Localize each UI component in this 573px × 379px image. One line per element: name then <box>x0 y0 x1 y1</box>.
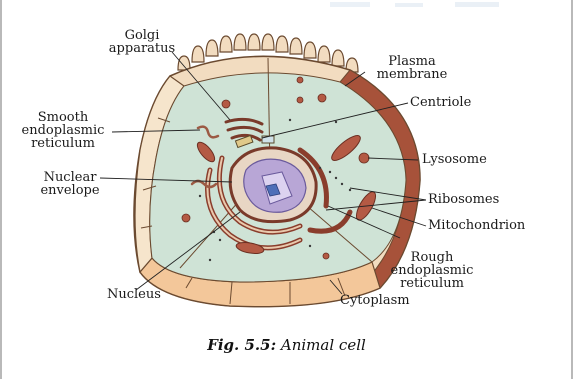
label-cytoplasm: Cytoplasm <box>340 294 410 307</box>
figure-number: Fig. 5.5: <box>207 336 276 354</box>
label-centriole: Centriole <box>410 96 471 109</box>
label-nuclear-envelope: Nuclear envelope <box>30 171 110 197</box>
label-golgi-apparatus: Golgi apparatus <box>98 29 186 55</box>
label-ribosomes: Ribosomes <box>428 193 499 206</box>
label-rough-er: Rough endoplasmic reticulum <box>382 251 482 290</box>
label-smooth-er: Smooth endoplasmic reticulum <box>12 111 114 150</box>
top-faint-marks <box>330 2 499 7</box>
label-mitochondrion: Mitochondrion <box>428 219 525 232</box>
figure-caption: Fig. 5.5: Animal cell <box>0 336 573 354</box>
label-plasma-membrane: Plasma membrane <box>362 55 462 81</box>
label-lysosome: Lysosome <box>422 153 487 166</box>
label-nucleus: Nucleus <box>107 288 161 301</box>
figure-title: Animal cell <box>281 336 366 354</box>
